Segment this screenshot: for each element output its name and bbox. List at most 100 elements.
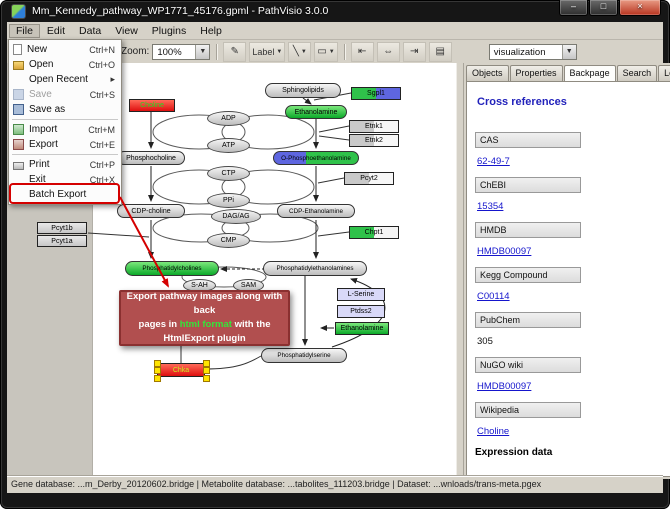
zoom-select[interactable]: 100% ▼ <box>152 43 211 60</box>
close-button[interactable]: × <box>619 0 661 16</box>
pathway-node-sgpl1[interactable]: Sgpl1 <box>351 87 401 100</box>
xref-link[interactable]: 62-49-7 <box>477 156 510 167</box>
menu-item-label: Save <box>29 89 52 100</box>
xref-link[interactable]: C00114 <box>477 291 510 302</box>
menu-item-shortcut: Ctrl+O <box>88 59 115 70</box>
pathway-node-cdp-choline[interactable]: CDP-choline <box>117 204 185 218</box>
selection-handle[interactable] <box>154 360 161 367</box>
pathway-node-choline[interactable]: Choline <box>129 99 175 112</box>
pathway-node-dag-ag[interactable]: DAG/AG <box>211 209 261 224</box>
xref-link[interactable]: 15354 <box>477 201 504 212</box>
shape-tool-icon: ▭ <box>317 46 327 57</box>
menu-item-shortcut: Ctrl+M <box>88 124 115 135</box>
pathway-node-phosphatidylethanolamines[interactable]: Phosphatidylethanolamines <box>263 261 367 276</box>
panel-splitter[interactable] <box>456 63 464 479</box>
menu-item-label: Batch Export <box>29 189 87 200</box>
menu-view[interactable]: View <box>115 24 138 37</box>
blank-icon <box>13 174 24 185</box>
minimize-icon: – <box>570 1 576 11</box>
xref-source-header: PubChem <box>475 312 581 328</box>
titlebar[interactable]: Mm_Kennedy_pathway_WP1771_45176.gpml - P… <box>0 0 670 22</box>
pathway-node-phosphatidylserine[interactable]: Phosphatidylserine <box>261 348 347 363</box>
tab-backpage[interactable]: Backpage <box>563 65 616 81</box>
pathway-node-chpt1[interactable]: Chpt1 <box>349 226 399 239</box>
menu-item-shortcut: Ctrl+X <box>89 174 115 185</box>
annotation-line3: HtmlExport plugin <box>163 333 246 345</box>
blank-icon <box>13 189 24 200</box>
xref-link[interactable]: HMDB00097 <box>477 381 532 392</box>
selection-handle[interactable] <box>154 367 161 374</box>
window-controls: – □ × <box>558 0 661 16</box>
line-tool-button[interactable]: ╲▼ <box>288 41 312 62</box>
pathway-node-l-serine[interactable]: L-Serine <box>337 288 385 301</box>
menu-plugins[interactable]: Plugins <box>151 24 187 37</box>
file-menu-item-open-recent[interactable]: Open Recent▸ <box>9 72 121 87</box>
selection-handle[interactable] <box>203 367 210 374</box>
dropdown-caret-icon: ▼ <box>276 48 283 55</box>
pathway-node-o-phosphoethanolamine[interactable]: O-Phosphoethanolamine <box>273 151 359 165</box>
align-left-button[interactable]: ⇤ <box>350 41 374 62</box>
app-icon <box>11 3 26 19</box>
tab-legend[interactable]: Legend <box>658 65 670 81</box>
align-right-button[interactable]: ⇥ <box>402 41 426 62</box>
pathway-node-phosphocholine[interactable]: Phosphocholine <box>117 151 185 165</box>
maximize-button[interactable]: □ <box>589 0 618 16</box>
pathway-node-cmp[interactable]: CMP <box>207 233 250 248</box>
file-menu-item-save-as[interactable]: Save as <box>9 102 121 117</box>
pathway-node-sphingolipids[interactable]: Sphingolipids <box>265 83 341 98</box>
menu-data[interactable]: Data <box>79 24 102 37</box>
menu-file[interactable]: File <box>9 23 40 38</box>
pathway-node-ppi[interactable]: PPi <box>207 193 250 208</box>
align-center-icon: ⇔ <box>383 46 394 57</box>
tab-properties[interactable]: Properties <box>509 65 563 81</box>
pathway-node-atp[interactable]: ATP <box>207 138 250 153</box>
pathway-node-ptdss2[interactable]: Ptdss2 <box>337 305 385 318</box>
distribute-button[interactable]: ▤ <box>428 41 452 62</box>
pathway-node-ctp[interactable]: CTP <box>207 166 250 181</box>
annotation-highlight: html format <box>179 319 232 330</box>
print-icon <box>13 161 24 170</box>
menu-help[interactable]: Help <box>200 24 222 37</box>
menu-edit[interactable]: Edit <box>46 24 66 37</box>
pathway-node-ethanolamine[interactable]: Ethanolamine <box>335 322 389 335</box>
menu-item-label: Import <box>29 124 58 135</box>
open-icon <box>13 61 24 70</box>
menu-separator <box>12 154 118 155</box>
pathway-node-etnk2[interactable]: Etnk2 <box>349 134 399 147</box>
pathway-node-adp[interactable]: ADP <box>207 111 250 126</box>
label-tool-button[interactable]: Label▼ <box>249 41 286 62</box>
file-menu-item-batch-export[interactable]: Batch Export <box>9 187 121 202</box>
align-right-icon: ⇥ <box>410 46 419 57</box>
pathway-node-cdp-ethanolamine[interactable]: CDP-Ethanolamine <box>277 204 355 218</box>
crossref-title: Cross references <box>477 96 567 108</box>
visualization-select[interactable]: visualization ▼ <box>488 43 577 60</box>
selection-handle[interactable] <box>154 375 161 382</box>
xref-link[interactable]: Choline <box>477 426 510 437</box>
file-menu-item-import[interactable]: Import Ctrl+M <box>9 122 121 137</box>
pathway-node-phosphatidylcholines[interactable]: Phosphatidylcholines <box>125 261 219 276</box>
pathway-node-pcyt1b[interactable]: Pcyt1b <box>37 222 87 234</box>
minimize-button[interactable]: – <box>559 0 588 16</box>
selection-handle[interactable] <box>203 360 210 367</box>
pathway-node-chka[interactable]: Chka <box>157 363 205 377</box>
selection-handle[interactable] <box>203 375 210 382</box>
xref-link[interactable]: HMDB00097 <box>477 246 532 257</box>
annotation-line2: pages in html format with the <box>138 319 271 330</box>
pathway-node-pcyt2[interactable]: Pcyt2 <box>344 172 394 185</box>
pathway-node-pcyt1a[interactable]: Pcyt1a <box>37 235 87 247</box>
align-center-button[interactable]: ⇔ <box>376 41 400 62</box>
tab-search[interactable]: Search <box>616 65 658 81</box>
pencil-tool-button[interactable]: ✎ <box>223 41 247 62</box>
pathway-node-etnk1[interactable]: Etnk1 <box>349 120 399 133</box>
save-icon <box>13 89 24 100</box>
tab-objects[interactable]: Objects <box>466 65 509 81</box>
shape-tool-button[interactable]: ▭▼ <box>314 41 338 62</box>
pathway-node-ethanolamine[interactable]: Ethanolamine <box>285 105 347 119</box>
